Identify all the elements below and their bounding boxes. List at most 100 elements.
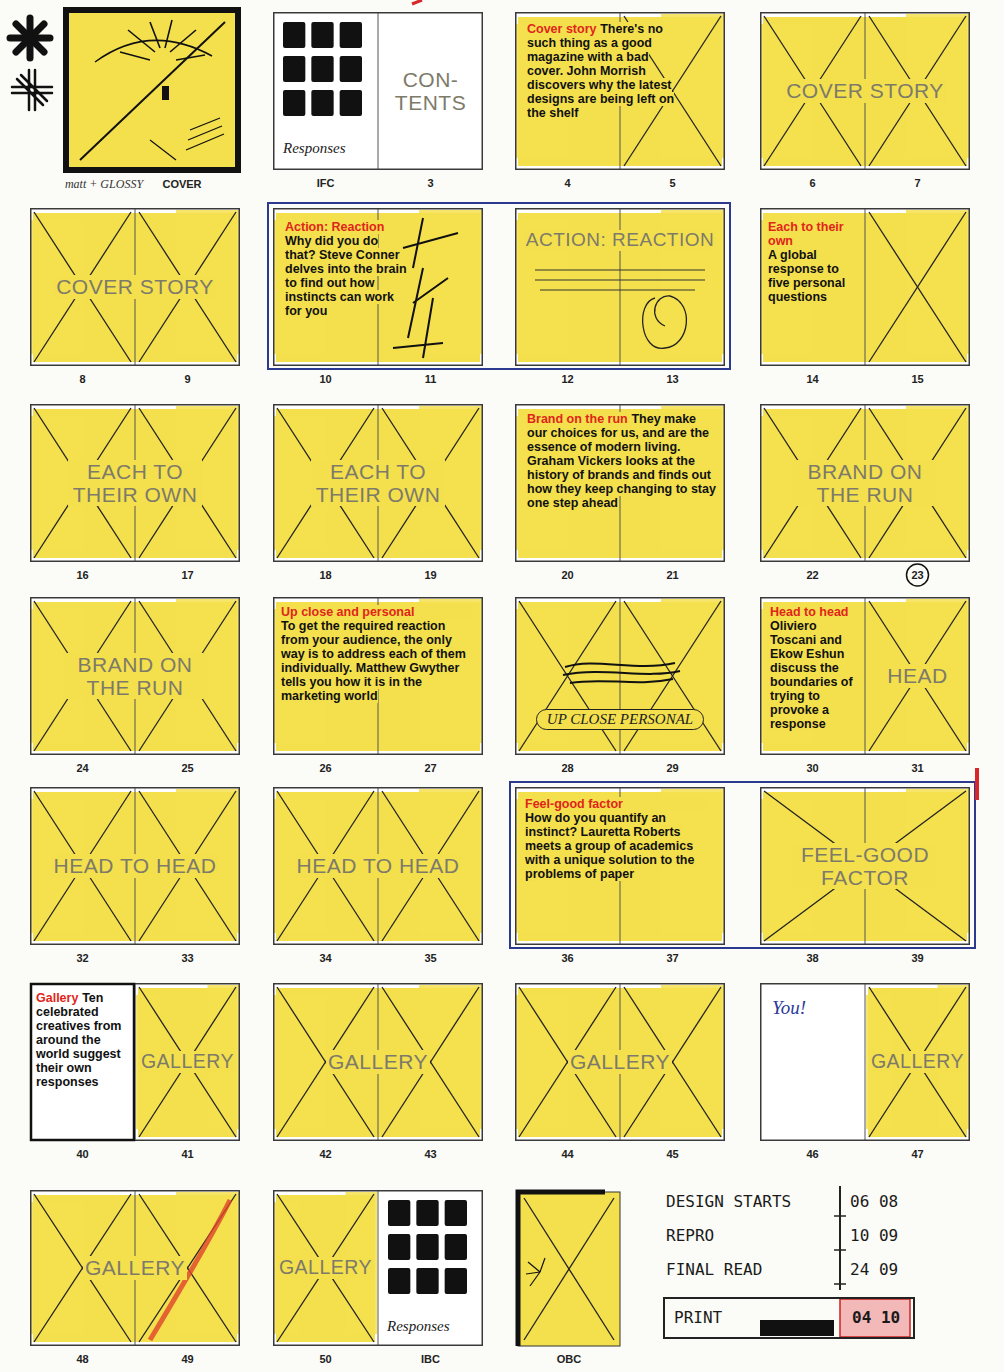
spread-thumbnail: GALLERY Responses <box>273 1190 483 1346</box>
story-standfirst: Why did you do that? Steve Conner delves… <box>285 234 407 318</box>
page-number: 45 <box>628 1148 718 1161</box>
group-outline <box>268 203 730 369</box>
spread-thumbnail: BRAND ON THE RUN <box>760 404 970 562</box>
handwritten-note: You! <box>772 997 806 1019</box>
title-region: HEAD <box>865 597 970 755</box>
section-title: BRAND ON THE RUN <box>63 653 207 699</box>
page-number: 47 <box>873 1148 963 1161</box>
spread-thumbnail: FEEL-GOOD FACTOR <box>760 787 970 945</box>
schedule-stage: DESIGN STARTS <box>666 1192 791 1211</box>
page-number: 32 <box>38 952 128 965</box>
page-number: 35 <box>386 952 476 965</box>
spread-thumbnail: Up close and personalTo get the required… <box>273 597 483 755</box>
red-mark <box>412 0 422 4</box>
title-region: HEAD TO HEAD <box>273 787 483 945</box>
page-number: 40 <box>38 1148 128 1161</box>
cover-label: COVER <box>137 178 227 191</box>
spread-thumbnail: GalleryTen celebrated creatives from aro… <box>30 983 240 1141</box>
intro-text-block: Each to their ownA global response to fi… <box>768 220 856 304</box>
section-title: ACTION: REACTION <box>524 230 717 251</box>
page-number: 50 <box>281 1353 371 1366</box>
page-number: 5 <box>628 177 718 190</box>
page-number: 41 <box>143 1148 233 1161</box>
story-standfirst: Ten celebrated creatives from around the… <box>36 991 121 1089</box>
title-region: COVER STORY <box>760 12 970 170</box>
intro-text-block: Up close and personalTo get the required… <box>281 605 473 703</box>
section-title: FEEL-GOOD FACTOR <box>793 843 937 889</box>
handwritten-wrap: UP CLOSE PERSONAL <box>515 709 725 730</box>
page-number: 34 <box>281 952 371 965</box>
handwritten-note: Responses <box>387 1318 450 1335</box>
story-heading: Feel-good factor <box>525 797 707 811</box>
intro-text-block: Brand on the runThey make our choices fo… <box>527 412 717 510</box>
cover-sketch <box>66 10 238 170</box>
section-title: GALLERY <box>869 1051 966 1072</box>
schedule-stage: PRINT <box>674 1308 722 1327</box>
spread-thumbnail: EACH TO THEIR OWN <box>273 404 483 562</box>
section-title: COVER STORY <box>54 275 216 298</box>
spread-thumbnail: GALLERY <box>30 1190 240 1346</box>
section-title: GALLERY <box>83 1256 187 1279</box>
spread-thumbnail: You! GALLERY <box>760 983 970 1141</box>
page-number: 39 <box>873 952 963 965</box>
section-title: EACH TO THEIR OWN <box>311 460 445 506</box>
intro-text-block: Head to headOliviero Toscani and Ekow Es… <box>770 605 862 731</box>
title-region: GALLERY <box>30 1190 240 1346</box>
story-heading: Cover story <box>527 22 596 36</box>
title-region: EACH TO THEIR OWN <box>273 404 483 562</box>
page-number: 6 <box>768 177 858 190</box>
section-title: HEAD TO HEAD <box>52 854 219 877</box>
schedule-stage: FINAL READ <box>666 1260 762 1279</box>
spread-thumbnail: HEAD TO HEAD <box>273 787 483 945</box>
page-number: 44 <box>523 1148 613 1161</box>
schedule-date: 10 09 <box>850 1226 898 1245</box>
red-mark <box>975 768 979 800</box>
intro-text-block: Action: ReactionWhy did you do that? Ste… <box>285 220 407 318</box>
title-region: COVER STORY <box>30 208 240 366</box>
title-region: BRAND ON THE RUN <box>760 404 970 562</box>
spread-thumbnail: BRAND ON THE RUN <box>30 597 240 755</box>
story-standfirst: A global response to five personal quest… <box>768 248 845 304</box>
page-number: 9 <box>143 373 233 386</box>
section-title: GALLERY <box>568 1050 672 1073</box>
spread-thumbnail: GALLERY <box>273 983 483 1141</box>
story-heading: Action: Reaction <box>285 220 407 234</box>
section-title: GALLERY <box>139 1051 236 1072</box>
group-outline <box>510 782 975 948</box>
handwritten-note: matt + GLOSSY <box>59 178 149 191</box>
section-title: GALLERY <box>326 1050 430 1073</box>
page-number: 46 <box>768 1148 858 1161</box>
page-number: 10 <box>281 373 371 386</box>
title-region: GALLERY <box>273 983 483 1141</box>
handwritten-note: UP CLOSE PERSONAL <box>536 709 704 730</box>
spread-thumbnail: Feel-good factorHow do you quantify an i… <box>515 787 725 945</box>
story-standfirst: How do you quantify an instinct? Laurett… <box>525 811 694 881</box>
spread-thumbnail: EACH TO THEIR OWN <box>30 404 240 562</box>
page-number: 8 <box>38 373 128 386</box>
page-number: 20 <box>523 569 613 582</box>
spread-thumbnail: COVER STORY <box>30 208 240 366</box>
title-region: HEAD TO HEAD <box>30 787 240 945</box>
spread-thumbnail: COVER STORY <box>760 12 970 170</box>
page-number: 26 <box>281 762 371 775</box>
asterisk-mark <box>10 18 50 58</box>
section-title: HEAD TO HEAD <box>295 854 462 877</box>
section-title: COVER STORY <box>784 79 946 102</box>
page-number: 48 <box>38 1353 128 1366</box>
page-number: 19 <box>386 569 476 582</box>
page-number: 49 <box>143 1353 233 1366</box>
page-number: 38 <box>768 952 858 965</box>
page-number: 15 <box>873 373 963 386</box>
section-title: GALLERY <box>277 1257 374 1278</box>
schedule-date: 06 08 <box>850 1192 898 1211</box>
page-number: 31 <box>873 762 963 775</box>
page-number: 7 <box>873 177 963 190</box>
page-number: OBC <box>524 1353 614 1366</box>
story-standfirst: Oliviero Toscani and Ekow Eshun discuss … <box>770 619 853 731</box>
page-number: 37 <box>628 952 718 965</box>
title-region: GALLERY <box>865 983 970 1141</box>
page-number: 30 <box>768 762 858 775</box>
spread-thumbnail: Head to headOliviero Toscani and Ekow Es… <box>760 597 970 755</box>
page-number: 43 <box>386 1148 476 1161</box>
story-heading: Up close and personal <box>281 605 473 619</box>
